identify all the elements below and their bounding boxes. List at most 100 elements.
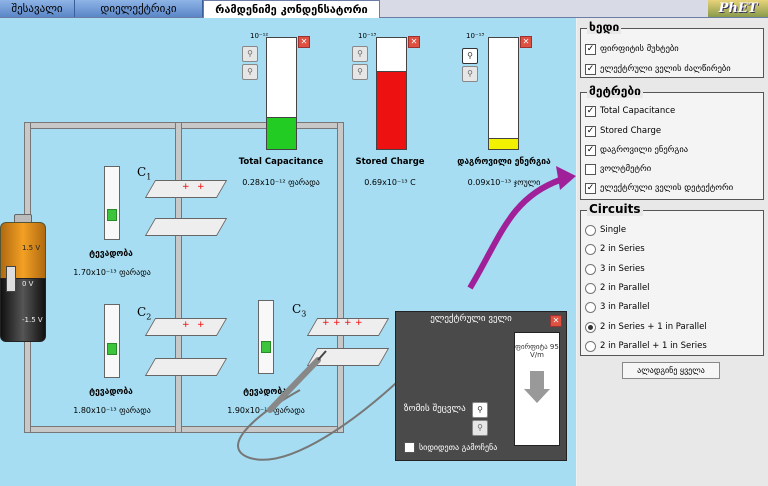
circuit-3-parallel[interactable]: 3 in Parallel (585, 299, 650, 315)
meter-scale: 10⁻¹³ (358, 32, 377, 40)
checkbox[interactable]: ✓ (585, 125, 596, 137)
charge-sign: + (355, 318, 363, 328)
efield-probe-label: ზომის შეცვლა (404, 404, 466, 414)
circuits-panel: Circuits Single 2 in Series 3 in Series … (580, 202, 764, 356)
checkbox[interactable]: ✓ (585, 63, 596, 75)
slider-value: 1.80x10⁻¹³ ფარადა (73, 406, 151, 415)
capacitor-plate-bottom (144, 358, 228, 376)
probe-wand (267, 357, 321, 413)
checkbox[interactable]: ✓ (585, 105, 596, 117)
circuit-2-series-1-parallel[interactable]: 2 in Series + 1 in Parallel (585, 319, 707, 335)
capacitor-label-c2: C2 (137, 305, 152, 322)
radio[interactable] (585, 301, 596, 313)
radio[interactable] (585, 263, 596, 275)
show-values-toggle[interactable]: ✓ სიდიდეთა გამოჩენა (404, 442, 497, 453)
view-panel: ხედი ✓ფირფიტის მუხტები ✓ელექტრული ველის … (580, 20, 764, 78)
meter-toggle-stored-energy[interactable]: ✓დაგროვილი ენერგია (585, 144, 689, 156)
checkbox[interactable]: ✓ (585, 182, 596, 194)
tab-intro[interactable]: შესავალი (0, 0, 75, 17)
meter-fill (377, 71, 406, 149)
radio[interactable] (585, 282, 596, 294)
circuit-2-parallel[interactable]: 2 in Parallel (585, 280, 650, 296)
charge-sign: + (197, 320, 205, 330)
meter-fill (489, 138, 518, 149)
circuit-single[interactable]: Single (585, 222, 626, 238)
wire-middle (175, 122, 182, 433)
meter-value: 0.69x10⁻¹³ C (364, 178, 416, 187)
circuit-2-parallel-1-series[interactable]: 2 in Parallel + 1 in Series (585, 338, 707, 354)
arrow-down-icon (530, 371, 544, 389)
meter-toggle-stored-charge[interactable]: ✓Stored Charge (585, 125, 662, 137)
tab-dielectric[interactable]: დიელექტრიკი (75, 0, 203, 17)
zoom-in-icon[interactable]: ⚲ (462, 48, 478, 64)
radio[interactable] (585, 243, 596, 255)
battery[interactable]: 1.5 V 0 V -1.5 V (0, 214, 46, 342)
meter-scale: 10⁻¹³ (466, 32, 485, 40)
play-area: 1.5 V 0 V -1.5 V 10⁻¹² ✕ ⚲ ⚲ Total Capac… (0, 18, 576, 486)
tab-multiple-capacitors[interactable]: რამდენიმე კონდენსატორი (203, 0, 380, 18)
view-plate-charges[interactable]: ✓ფირფიტის მუხტები (585, 43, 679, 55)
checkbox[interactable]: ✓ (585, 43, 596, 55)
meter-label: Stored Charge (355, 157, 425, 167)
slider-value: 1.90x10⁻¹³ ფარადა (227, 406, 305, 415)
circuit-3-series[interactable]: 3 in Series (585, 261, 645, 277)
close-icon[interactable]: ✕ (408, 36, 420, 48)
meter-toggle-voltmeter[interactable]: ვოლტმეტრი (585, 161, 651, 177)
capacitor-plate-bottom (306, 348, 390, 366)
capacitance-slider-c2[interactable] (104, 304, 120, 378)
zoom-in-icon[interactable]: ⚲ (242, 46, 258, 62)
zoom-out-icon[interactable]: ⚲ (242, 64, 258, 80)
charge-sign: + (182, 320, 190, 330)
radio[interactable] (585, 224, 596, 236)
circuit-2-series[interactable]: 2 in Series (585, 241, 645, 257)
close-icon[interactable]: ✕ (520, 36, 532, 48)
radio[interactable] (585, 321, 596, 333)
radio[interactable] (585, 340, 596, 352)
zoom-in-icon[interactable]: ⚲ (472, 402, 488, 418)
battery-switch[interactable] (6, 266, 16, 292)
slider-knob[interactable] (107, 209, 117, 221)
efield-detector-panel[interactable]: ელექტრული ველი ✕ ფირფიტა 95 V/m ზომის შე… (395, 311, 567, 461)
reset-all-button[interactable]: ალადგინე ყველა (622, 362, 720, 379)
view-panel-title: ხედი (587, 20, 622, 34)
zoom-out-icon[interactable]: ⚲ (462, 66, 478, 82)
show-values-checkbox[interactable]: ✓ (404, 442, 415, 453)
meter-toggle-efield-detector[interactable]: ✓ელექტრული ველის დეტექტორი (585, 182, 734, 194)
charge-sign: + (322, 318, 330, 328)
meter-bar (376, 37, 407, 150)
meter-label: Total Capacitance (238, 157, 324, 167)
close-icon[interactable]: ✕ (550, 315, 562, 327)
tab-bar: შესავალი დიელექტრიკი რამდენიმე კონდენსატ… (0, 0, 768, 18)
capacitor-label-c3: C3 (292, 302, 307, 319)
capacitor-plate-bottom (144, 218, 228, 236)
checkbox[interactable]: ✓ (585, 144, 596, 156)
zoom-out-icon[interactable]: ⚲ (352, 64, 368, 80)
charge-sign: + (344, 318, 352, 328)
meters-panel: მეტრები ✓Total Capacitance ✓Stored Charg… (580, 84, 764, 200)
view-efield-lines[interactable]: ✓ელექტრული ველის ძალწირები (585, 63, 731, 75)
zoom-out-icon[interactable]: ⚲ (472, 420, 488, 436)
meter-bar (266, 37, 297, 150)
battery-zero-voltage: 0 V (22, 280, 34, 288)
slider-knob[interactable] (107, 343, 117, 355)
arrow-down-head (524, 389, 550, 403)
efield-title: ელექტრული ველი (430, 314, 512, 324)
meter-scale: 10⁻¹² (250, 32, 269, 40)
efield-vector-display: ფირფიტა 95 V/m (514, 332, 560, 446)
meter-toggle-total-capacitance[interactable]: ✓Total Capacitance (585, 105, 676, 117)
capacitance-slider-c1[interactable] (104, 166, 120, 240)
charge-sign: + (197, 182, 205, 192)
close-icon[interactable]: ✕ (298, 36, 310, 48)
charge-sign: + (333, 318, 341, 328)
meter-label: დაგროვილი ენერგია (457, 157, 551, 167)
meter-bar (488, 37, 519, 150)
slider-label: ტევადობა (89, 249, 133, 259)
slider-value: 1.70x10⁻¹³ ფარადა (73, 268, 151, 277)
capacitance-slider-c3[interactable] (258, 300, 274, 374)
battery-bottom-voltage: -1.5 V (22, 316, 43, 324)
circuits-panel-title: Circuits (587, 202, 643, 216)
checkbox[interactable] (585, 163, 596, 175)
zoom-in-icon[interactable]: ⚲ (352, 46, 368, 62)
charge-sign: + (182, 182, 190, 192)
slider-knob[interactable] (261, 341, 271, 353)
